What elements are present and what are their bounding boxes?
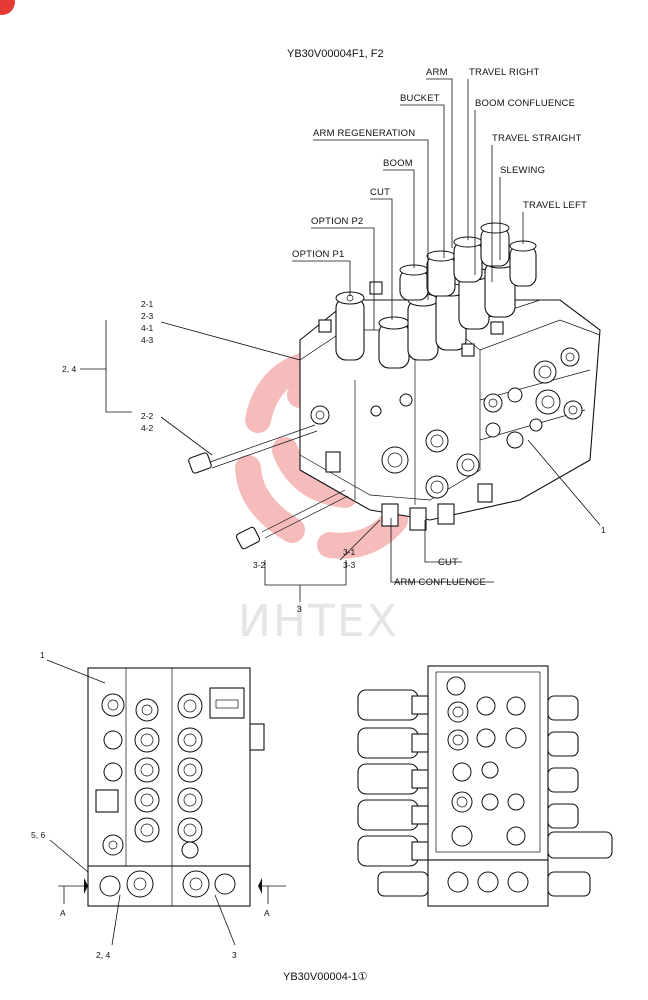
- callout-3: 3: [297, 604, 302, 614]
- label-travel-straight: TRAVEL STRAIGHT: [492, 133, 582, 144]
- callout-2-4-bottom: 2, 4: [96, 950, 110, 960]
- callout-2-4: 2, 4: [62, 364, 76, 374]
- callout-4-2: 4-2: [141, 423, 154, 433]
- bolt-upper: [188, 424, 318, 474]
- callout-3-2: 3-2: [253, 560, 266, 570]
- label-travel-left: TRAVEL LEFT: [523, 200, 587, 211]
- label-cut-bottom: CUT: [438, 557, 458, 568]
- callout-1-left: 1: [40, 650, 45, 660]
- callout-2-3: 2-3: [141, 311, 154, 321]
- callout-4-3: 4-3: [141, 335, 154, 345]
- label-option-p1: OPTION P1: [292, 249, 344, 260]
- label-option-p2: OPTION P2: [311, 216, 363, 227]
- leader-lines-bottom: [46, 659, 236, 946]
- label-cut-top: CUT: [370, 187, 390, 198]
- label-arm-confluence: ARM CONFLUENCE: [394, 577, 486, 588]
- label-arm: ARM: [426, 67, 448, 78]
- label-slewing: SLEWING: [500, 165, 545, 176]
- label-travel-right: TRAVEL RIGHT: [469, 67, 540, 78]
- callout-3-3: 3-3: [343, 560, 356, 570]
- corner-badge: [0, 0, 15, 15]
- label-boom: BOOM: [383, 158, 413, 169]
- section-a-right: A: [264, 908, 270, 918]
- valve-front-view: [58, 667, 286, 907]
- callout-4-1: 4-1: [141, 323, 154, 333]
- callout-3-1: 3-1: [343, 547, 356, 557]
- callout-1-top: 1: [601, 525, 606, 535]
- label-boom-confluence: BOOM CONFLUENCE: [475, 98, 575, 109]
- label-arm-regeneration: ARM REGENERATION: [313, 128, 415, 139]
- valve-side-view: [357, 665, 613, 907]
- leader-lines: [80, 78, 601, 602]
- callout-2-1: 2-1: [141, 299, 154, 309]
- bolt-lower: [235, 489, 349, 550]
- callout-5-6: 5, 6: [31, 830, 45, 840]
- main-valve-isometric: [188, 222, 601, 550]
- label-bucket: BUCKET: [400, 93, 440, 104]
- section-a-left: A: [60, 908, 66, 918]
- callout-2-2: 2-2: [141, 411, 154, 421]
- top-drawing-code: YB30V00004F1, F2: [287, 48, 384, 60]
- callout-3-bottom: 3: [232, 950, 237, 960]
- bottom-drawing-code: YB30V00004-1①: [283, 971, 368, 983]
- watermark-text: ИНТЕХ: [238, 596, 399, 647]
